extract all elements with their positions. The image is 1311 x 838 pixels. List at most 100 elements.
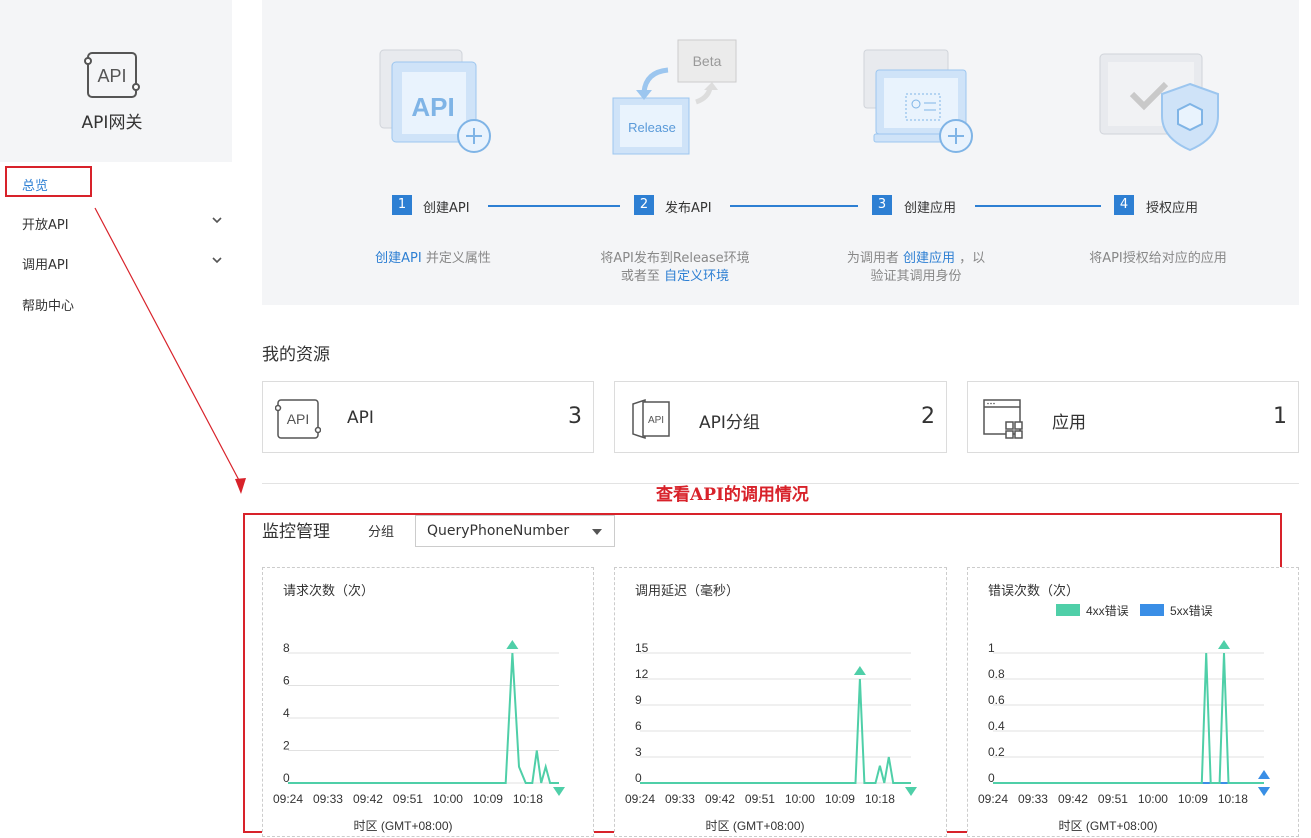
resources-title: 我的资源 <box>262 345 330 365</box>
step-connector <box>975 205 1101 207</box>
resource-name: API分组 <box>699 413 760 433</box>
x-tick-label: 09:42 <box>1058 792 1088 806</box>
resource-card-application[interactable]: 应用 1 <box>967 381 1299 453</box>
x-tick-label: 10:18 <box>865 792 895 806</box>
group-select[interactable]: QueryPhoneNumber <box>415 515 615 547</box>
chevron-down-icon[interactable] <box>211 254 223 266</box>
authorize-app-illustration <box>1099 53 1219 152</box>
chart-title: 错误次数（次） <box>988 584 1080 599</box>
step-1-desc: 创建API 并定义属性 <box>375 251 491 266</box>
create-api-illustration: API <box>379 49 491 153</box>
chart-title: 调用延迟（毫秒） <box>635 584 740 599</box>
sidebar: API API网关 总览 开放API 调用API 帮助中心 <box>0 0 232 837</box>
step-4-label: 授权应用 <box>1146 201 1199 216</box>
x-tick-label: 09:51 <box>1098 792 1128 806</box>
custom-env-link[interactable]: 自定义环境 <box>664 269 730 284</box>
legend-swatch[interactable] <box>1140 604 1164 616</box>
y-tick-label: 8 <box>283 641 290 655</box>
step-4-number: 4 <box>1114 195 1134 215</box>
chevron-down-icon <box>592 529 602 535</box>
create-api-link[interactable]: 创建API <box>375 251 422 266</box>
y-tick-label: 6 <box>635 719 642 733</box>
resource-name: 应用 <box>1052 413 1086 433</box>
x-tick-label: 09:42 <box>705 792 735 806</box>
api-group-icon: API <box>632 398 670 440</box>
x-tick-label: 09:24 <box>978 792 1008 806</box>
max-marker[interactable] <box>1218 640 1231 649</box>
step-1-label: 创建API <box>423 201 470 216</box>
min-marker[interactable] <box>553 787 565 796</box>
annotation-text: 查看API的调用情况 <box>656 485 809 505</box>
y-tick-label: 1 <box>988 641 995 655</box>
step-2-label: 发布API <box>665 201 712 216</box>
legend-label[interactable]: 5xx错误 <box>1170 604 1213 618</box>
resource-card-api-group[interactable]: API API分组 2 <box>614 381 947 453</box>
chevron-down-icon[interactable] <box>211 214 223 226</box>
x-tick-label: 10:00 <box>785 792 815 806</box>
api-gateway-logo-icon: API <box>84 52 140 98</box>
create-app-link[interactable]: 创建应用 <box>902 251 955 266</box>
max-marker[interactable] <box>853 666 866 675</box>
sidebar-item-help-center[interactable]: 帮助中心 <box>22 299 75 314</box>
y-tick-label: 9 <box>635 693 642 707</box>
x-tick-label: 10:09 <box>473 792 503 806</box>
svg-text:API: API <box>648 415 664 426</box>
sidebar-item-call-api[interactable]: 调用API <box>22 258 69 273</box>
x-axis-label: 时区 (GMT+08:00) <box>705 819 804 833</box>
x-tick-label: 09:33 <box>313 792 343 806</box>
y-tick-label: 0.2 <box>988 745 1005 759</box>
min-marker[interactable] <box>905 787 917 796</box>
y-tick-label: 3 <box>635 745 642 759</box>
section-divider <box>262 483 1299 484</box>
y-tick-label: 0.8 <box>988 667 1005 681</box>
group-label: 分组 <box>368 525 395 540</box>
application-icon <box>983 399 1023 439</box>
max-marker[interactable] <box>506 640 519 649</box>
resource-name: API <box>347 408 374 428</box>
y-tick-label: 0.6 <box>988 693 1005 707</box>
step-3-label: 创建应用 <box>904 201 957 216</box>
min-marker-5xx[interactable] <box>1258 787 1270 796</box>
create-app-illustration <box>863 49 973 153</box>
step-1-number: 1 <box>392 195 412 215</box>
api-icon: API <box>275 399 321 439</box>
brand-title: API网关 <box>81 113 143 133</box>
x-tick-label: 09:24 <box>273 792 303 806</box>
sidebar-item-overview[interactable]: 总览 <box>22 179 49 194</box>
legend-label[interactable]: 4xx错误 <box>1086 604 1129 618</box>
y-tick-label: 0 <box>988 771 995 785</box>
x-tick-label: 10:18 <box>513 792 543 806</box>
x-tick-label: 09:51 <box>745 792 775 806</box>
x-tick-label: 10:00 <box>1138 792 1168 806</box>
x-axis-label: 时区 (GMT+08:00) <box>353 819 452 833</box>
series-line <box>640 678 911 784</box>
illustration-beta-text: Beta <box>693 53 722 69</box>
x-tick-label: 09:42 <box>353 792 383 806</box>
step-4-desc: 将API授权给对应的应用 <box>1089 251 1227 266</box>
step-2-number: 2 <box>634 195 654 215</box>
x-tick-label: 10:00 <box>433 792 463 806</box>
step-3-number: 3 <box>872 195 892 215</box>
legend-swatch[interactable] <box>1056 604 1080 616</box>
logo-api-text: API <box>97 66 126 86</box>
resource-card-api[interactable]: API API 3 <box>262 381 594 453</box>
publish-api-illustration: Beta Release <box>612 39 737 155</box>
sidebar-item-publish-api[interactable]: 开放API <box>22 218 69 233</box>
max-marker-5xx[interactable] <box>1258 770 1270 779</box>
y-tick-label: 15 <box>635 641 649 655</box>
y-tick-label: 0 <box>283 771 290 785</box>
x-tick-label: 09:24 <box>625 792 655 806</box>
y-tick-label: 12 <box>635 667 649 681</box>
step-2-desc: 将API发布到Release环境 或者至 自定义环境 <box>600 251 750 284</box>
brand-panel: API API网关 <box>0 0 232 162</box>
series-line <box>993 652 1264 784</box>
y-tick-label: 2 <box>283 739 290 753</box>
x-tick-label: 10:09 <box>1178 792 1208 806</box>
